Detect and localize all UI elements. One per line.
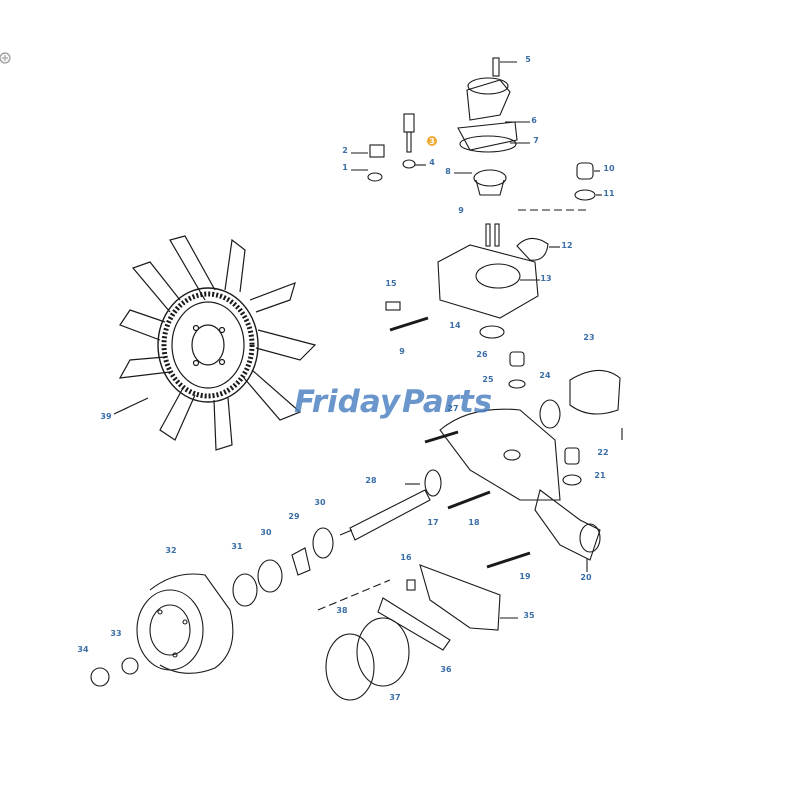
callout-label-34[interactable]: 34 bbox=[77, 645, 89, 654]
callout-label-2[interactable]: 2 bbox=[342, 146, 348, 155]
callout-label-30[interactable]: 30 bbox=[314, 498, 326, 507]
callout-label-39[interactable]: 39 bbox=[100, 412, 112, 421]
callout-label-31[interactable]: 31 bbox=[231, 542, 243, 551]
callout-label-38[interactable]: 38 bbox=[336, 606, 348, 615]
callout-label-28[interactable]: 28 bbox=[365, 476, 377, 485]
callout-label-15[interactable]: 15 bbox=[385, 279, 397, 288]
watermark-text-parts: Parts bbox=[402, 384, 492, 420]
callout-label-13[interactable]: 13 bbox=[540, 274, 551, 283]
watermark-text-friday: Friday bbox=[294, 384, 402, 420]
drain-plug[interactable] bbox=[351, 144, 385, 182]
water-pump-body[interactable] bbox=[424, 351, 623, 572]
callout-label-11[interactable]: 11 bbox=[603, 189, 615, 198]
callout-label-9[interactable]: 9 bbox=[458, 206, 464, 215]
callout-label-24[interactable]: 24 bbox=[539, 371, 551, 380]
callout-label-35[interactable]: 35 bbox=[523, 611, 535, 620]
thermostat-cover[interactable] bbox=[457, 57, 530, 153]
plug-and-seal[interactable] bbox=[574, 162, 602, 201]
callout-label-29[interactable]: 29 bbox=[288, 512, 300, 521]
callout-label-27[interactable]: 27 bbox=[447, 404, 458, 413]
thermostat[interactable] bbox=[454, 169, 507, 196]
callout-label-1[interactable]: 1 bbox=[342, 163, 348, 172]
callout-label-10[interactable]: 10 bbox=[603, 164, 615, 173]
callout-label-33[interactable]: 33 bbox=[110, 629, 121, 638]
callout-label-20[interactable]: 20 bbox=[580, 573, 592, 582]
callout-label-23[interactable]: 23 bbox=[583, 333, 594, 342]
callout-label-19[interactable]: 19 bbox=[519, 572, 531, 581]
pump-shaft-assembly[interactable] bbox=[232, 469, 442, 607]
callout-label-5[interactable]: 5 bbox=[525, 55, 531, 64]
callout-label-36[interactable]: 36 bbox=[440, 665, 452, 674]
callout-label-22[interactable]: 22 bbox=[597, 448, 608, 457]
callout-label-3[interactable]: 3 bbox=[429, 137, 435, 146]
callout-label-26[interactable]: 26 bbox=[476, 350, 488, 359]
callout-label-8[interactable]: 8 bbox=[445, 167, 451, 176]
temperature-sensor[interactable] bbox=[402, 113, 426, 169]
magnifier-icon bbox=[0, 52, 11, 64]
callout-label-25[interactable]: 25 bbox=[482, 375, 494, 384]
callout-label-21[interactable]: 21 bbox=[594, 471, 606, 480]
pulley-assembly[interactable] bbox=[90, 573, 234, 687]
watermark-logo: Friday Parts bbox=[294, 384, 492, 420]
callout-label-9[interactable]: 9 bbox=[399, 347, 405, 356]
bracket-and-cover[interactable] bbox=[317, 564, 518, 701]
thermostat-housing[interactable] bbox=[385, 209, 588, 339]
callout-label-4[interactable]: 4 bbox=[429, 158, 435, 167]
callout-label-17[interactable]: 17 bbox=[427, 518, 438, 527]
callout-label-7[interactable]: 7 bbox=[533, 136, 539, 145]
callout-label-18[interactable]: 18 bbox=[468, 518, 480, 527]
callout-label-6[interactable]: 6 bbox=[531, 116, 537, 125]
callout-label-37[interactable]: 37 bbox=[389, 693, 400, 702]
fan-assembly[interactable] bbox=[113, 235, 317, 451]
callout-label-32[interactable]: 32 bbox=[165, 546, 176, 555]
callout-highlight bbox=[427, 136, 437, 146]
callout-label-30[interactable]: 30 bbox=[260, 528, 272, 537]
zoom-control[interactable] bbox=[0, 47, 16, 67]
callout-label-16[interactable]: 16 bbox=[400, 553, 412, 562]
callout-label-14[interactable]: 14 bbox=[449, 321, 461, 330]
callout-label-12[interactable]: 12 bbox=[561, 241, 572, 250]
